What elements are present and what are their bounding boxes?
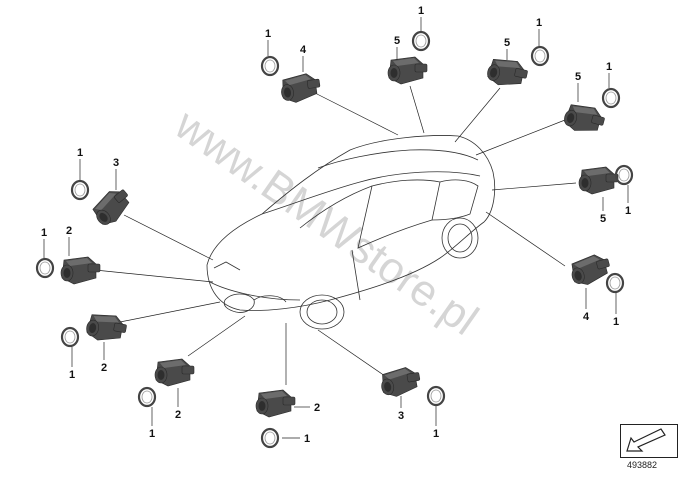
callout-3: 3: [113, 157, 119, 169]
callout-1: 1: [418, 5, 424, 17]
ring-part-1-bottom-left[interactable]: [137, 386, 157, 408]
callout-1: 1: [41, 227, 47, 239]
ring-part-1-right[interactable]: [614, 164, 634, 186]
callout-1: 1: [606, 61, 612, 73]
ring-part-1-top-left[interactable]: [260, 55, 280, 77]
ring-part-1-bottom-right[interactable]: [426, 385, 446, 407]
sensor-part-2-left[interactable]: [60, 256, 101, 285]
sensor-part-2-left-lower[interactable]: [84, 310, 129, 346]
callout-5: 5: [504, 37, 510, 49]
sensor-part-4-top[interactable]: [278, 71, 323, 105]
sensor-part-2-bottom-left[interactable]: [154, 358, 195, 387]
sensor-part-2-bottom[interactable]: [255, 389, 296, 418]
callout-2: 2: [66, 225, 72, 237]
navigation-arrow-box[interactable]: [620, 424, 678, 458]
callout-1: 1: [536, 17, 542, 29]
sensor-part-5-top-left[interactable]: [387, 56, 428, 85]
callout-2: 2: [101, 362, 107, 374]
callout-5: 5: [575, 71, 581, 83]
callout-2: 2: [175, 409, 181, 421]
ring-part-1-left-lower[interactable]: [60, 326, 80, 348]
diagram-number: 493882: [627, 460, 658, 470]
sensor-part-3-left[interactable]: [88, 183, 137, 231]
ring-part-1-bottom[interactable]: [260, 427, 280, 449]
leader-lines: [94, 85, 577, 385]
callout-1: 1: [77, 147, 83, 159]
callout-2: 2: [314, 402, 320, 414]
callout-4: 4: [300, 44, 307, 56]
car-outline: [206, 135, 496, 330]
sensor-part-5-right-upper[interactable]: [561, 100, 608, 138]
ring-part-1-right-upper[interactable]: [601, 87, 621, 109]
callout-1: 1: [613, 316, 619, 328]
watermark: www.BMWstore.pl: [165, 99, 486, 344]
ring-part-1-right-lower[interactable]: [605, 272, 625, 294]
callout-5: 5: [394, 35, 400, 47]
callout-1: 1: [149, 428, 155, 440]
callout-1: 1: [265, 28, 271, 40]
ring-part-1-left-upper[interactable]: [70, 179, 90, 201]
ring-part-1-top-center[interactable]: [411, 30, 431, 52]
callout-3: 3: [398, 410, 404, 422]
ring-part-1-left[interactable]: [35, 257, 55, 279]
arrow-left-down-icon: [626, 428, 666, 452]
callout-1: 1: [433, 428, 439, 440]
callout-1: 1: [304, 433, 310, 445]
ring-part-1-top-right[interactable]: [530, 45, 550, 67]
callout-labels: 1 4 1 5 5 1 5 1 1 3 1 2 5 1 4 1 1 2 2: [41, 5, 631, 445]
callout-1: 1: [69, 369, 75, 381]
sensor-part-3-bottom-right[interactable]: [378, 364, 423, 400]
sensor-part-5-top-right[interactable]: [484, 55, 530, 91]
sensor-part-5-right[interactable]: [578, 166, 619, 195]
callout-1: 1: [625, 205, 631, 217]
callout-5: 5: [600, 213, 606, 225]
callout-4: 4: [583, 311, 590, 323]
